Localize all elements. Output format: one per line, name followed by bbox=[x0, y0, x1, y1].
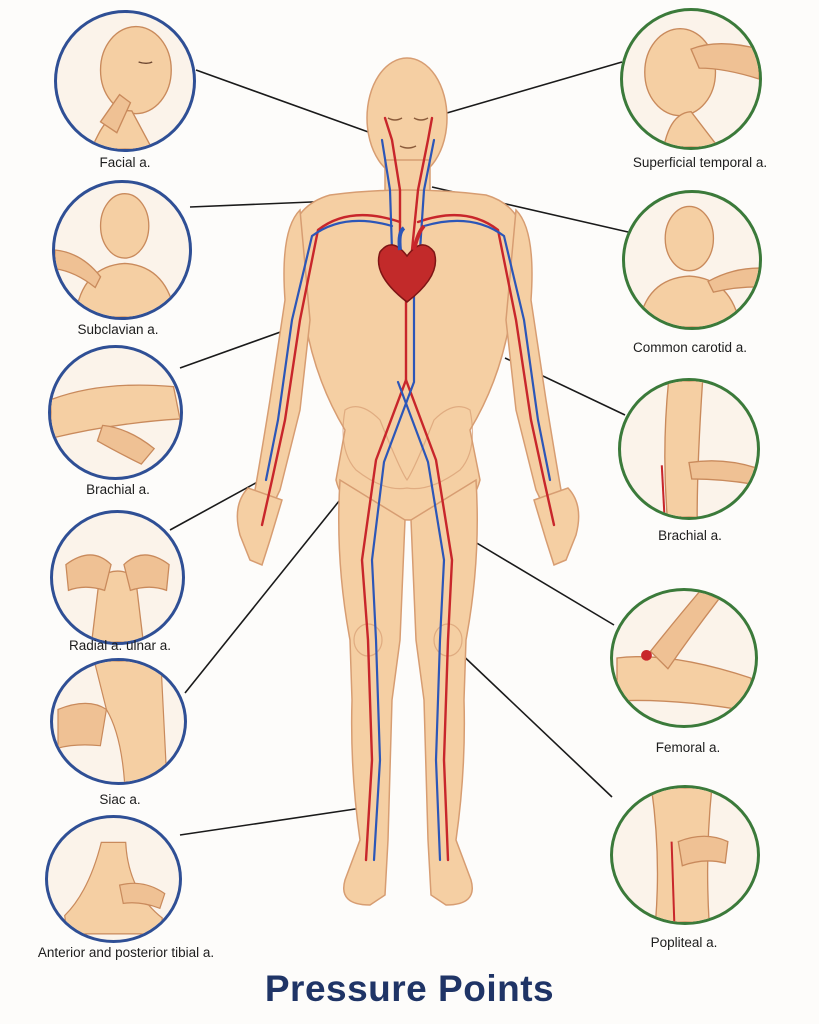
radial-ulnar-point-label: Radial a. ulnar a. bbox=[68, 638, 172, 653]
popliteal-point-label: Popliteal a. bbox=[650, 935, 718, 950]
leader-line-popliteal bbox=[454, 647, 613, 798]
tibial-point-circle bbox=[45, 815, 182, 943]
leader-line-temporal bbox=[439, 61, 623, 116]
brachial-right-point-circle bbox=[618, 378, 760, 520]
left-hand bbox=[236, 487, 283, 567]
tibial-point-label: Anterior and posterior tibial a. bbox=[37, 945, 215, 960]
popliteal-point-circle bbox=[610, 785, 760, 925]
temporal-point-label: Superficial temporal a. bbox=[632, 155, 768, 170]
femoral-point-label: Femoral a. bbox=[655, 740, 721, 755]
knee-icon bbox=[650, 788, 729, 922]
iliac-point-circle bbox=[50, 658, 187, 785]
wrist-icon bbox=[65, 554, 170, 642]
thigh-icon bbox=[616, 591, 752, 713]
neck-front-icon bbox=[637, 205, 759, 327]
heart-icon bbox=[377, 224, 437, 303]
page-title: Pressure Points bbox=[264, 968, 555, 1009]
subclavian-point-label: Subclavian a. bbox=[77, 322, 159, 337]
left-leg bbox=[338, 478, 406, 906]
facial-point-label: Facial a. bbox=[99, 155, 151, 170]
leader-line-iliac bbox=[184, 464, 369, 694]
right-hand bbox=[533, 487, 580, 567]
subclavian-point-circle bbox=[52, 180, 192, 320]
leader-line-facial bbox=[195, 69, 386, 139]
facial-point-circle bbox=[54, 10, 196, 152]
brachial-right-point-label: Brachial a. bbox=[658, 528, 722, 543]
carotid-point-circle bbox=[622, 190, 762, 330]
ankle-icon bbox=[64, 841, 166, 935]
brachial-left-point-circle bbox=[48, 345, 183, 480]
femoral-point-circle bbox=[610, 588, 758, 728]
temporal-point-circle bbox=[620, 8, 762, 150]
carotid-point-label: Common carotid a. bbox=[632, 340, 748, 355]
iliac-point-label: Siac a. bbox=[99, 792, 141, 807]
radial-ulnar-point-circle bbox=[50, 510, 185, 645]
eyes bbox=[387, 117, 429, 149]
temple-profile-icon bbox=[644, 28, 759, 147]
veins bbox=[264, 138, 552, 862]
forearm-icon bbox=[660, 381, 757, 517]
right-arm bbox=[505, 208, 572, 529]
left-arm bbox=[244, 208, 311, 529]
torso bbox=[289, 189, 526, 521]
leader-line-tibial bbox=[179, 807, 363, 836]
body-silhouette bbox=[236, 57, 580, 906]
groin-icon bbox=[57, 661, 168, 782]
neck-front-icon bbox=[55, 193, 177, 317]
upper-arm-icon bbox=[51, 384, 180, 465]
arteries bbox=[260, 116, 556, 862]
face-profile-icon bbox=[90, 25, 172, 149]
leader-line-femoral bbox=[459, 532, 615, 626]
brachial-left-point-label: Brachial a. bbox=[86, 482, 150, 497]
right-leg bbox=[410, 478, 478, 906]
